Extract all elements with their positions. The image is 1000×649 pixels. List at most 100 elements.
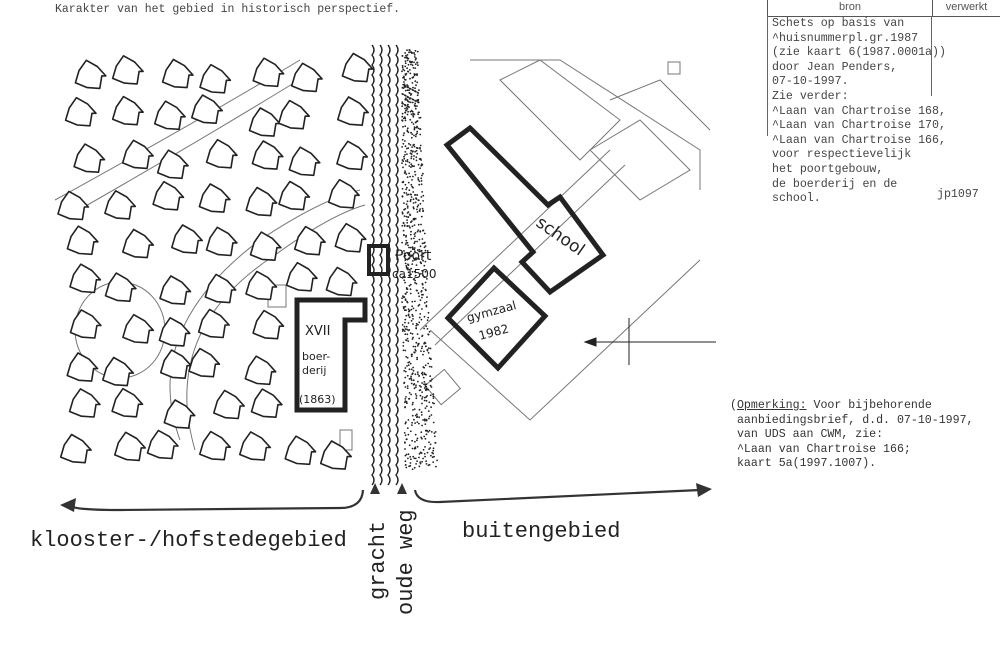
tree-icon	[161, 58, 194, 89]
remark-lines: aanbiedingsbrief, d.d. 07-10-1997, van U…	[730, 414, 974, 471]
source-line: het poortgebouw,	[772, 162, 884, 176]
tree-icon	[290, 62, 323, 93]
poort-date-label: ca1500	[392, 267, 437, 281]
brace-arrowheads	[60, 483, 712, 512]
tree-icon	[252, 57, 285, 88]
zone-braces	[68, 488, 701, 512]
tree-icon	[337, 96, 369, 126]
tree-icon	[285, 261, 318, 292]
canal-line	[371, 44, 375, 486]
tree-icon	[121, 139, 154, 170]
tree-icon	[252, 309, 285, 340]
tree-icon	[57, 190, 90, 221]
source-description: Schets op basis van ^huisnummerpl.gr.198…	[772, 17, 946, 207]
source-table: bron verwerkt	[767, 0, 1000, 17]
tree-icon	[104, 190, 137, 220]
tree-icon	[122, 313, 155, 344]
remark-note: (Opmerking: Voor bijbehorende aanbieding…	[730, 399, 974, 471]
tree-icon	[171, 224, 203, 254]
tree-icon	[104, 272, 137, 302]
zone-label-gracht: gracht	[366, 521, 391, 600]
zone-label-klooster: klooster-/hofstedegebied	[30, 528, 347, 553]
zone-label-oude-weg: oude weg	[394, 509, 419, 615]
document-code: jp1097	[937, 188, 979, 201]
tree-symbols	[57, 52, 374, 470]
right-zone-brace	[413, 488, 701, 504]
tree-icon	[146, 429, 179, 460]
tree-icon	[64, 96, 97, 127]
remark-line: ^Laan van Chartroise 166;	[736, 442, 911, 456]
tree-icon	[197, 308, 230, 339]
tree-icon	[278, 180, 311, 211]
tree-icon	[239, 431, 272, 461]
canal-gracht	[371, 44, 399, 486]
tree-icon	[244, 355, 277, 386]
tree-icon	[153, 100, 186, 131]
source-line: ^Laan van Chartroise 170,	[772, 119, 946, 133]
gymzaal-label: gymzaal	[465, 298, 518, 325]
tree-icon	[199, 430, 231, 461]
tree-icon	[73, 143, 106, 173]
tree-icon	[66, 352, 99, 382]
tree-icon	[102, 356, 135, 387]
tree-icon	[74, 59, 107, 90]
tree-icon	[341, 52, 374, 83]
gymzaal-building	[444, 264, 549, 372]
tree-icon	[111, 55, 144, 85]
table-divider	[931, 16, 932, 96]
source-line: (zie kaart 6(1987.0001a))	[772, 46, 946, 60]
boerderij-label-2: derij	[302, 364, 326, 377]
tree-icon	[284, 435, 317, 466]
source-line: de boerderij en de	[772, 177, 898, 191]
boerderij-label-1: boer-	[302, 350, 330, 363]
boerderij-year-label: (1863)	[299, 393, 336, 406]
tree-icon	[59, 433, 92, 464]
tree-icon	[69, 309, 102, 339]
tree-icon	[325, 266, 358, 297]
tree-icon	[250, 388, 283, 418]
tree-icon	[158, 317, 191, 347]
tree-icon	[251, 140, 284, 170]
source-line: Schets op basis van	[772, 17, 905, 30]
school-building	[443, 124, 607, 296]
tree-icon	[66, 225, 99, 256]
source-line: door Jean Penders,	[772, 60, 898, 74]
column-header-bron: bron	[767, 0, 933, 16]
source-line: ^Laan van Chartroise 166,	[772, 133, 946, 147]
tree-icon	[199, 63, 232, 94]
tree-icon	[159, 275, 192, 305]
tree-icon	[122, 228, 155, 259]
tree-icon	[188, 347, 221, 378]
tree-icon	[156, 149, 189, 180]
column-header-verwerkt: verwerkt	[945, 1, 988, 13]
tree-icon	[327, 178, 360, 209]
tree-icon	[111, 387, 144, 418]
old-road-dots	[401, 49, 438, 471]
page-title: Karakter van het gebied in historisch pe…	[55, 3, 401, 16]
tree-icon	[68, 388, 101, 418]
remark-line: aanbiedingsbrief, d.d. 07-10-1997,	[736, 413, 974, 427]
tree-icon	[163, 399, 196, 429]
tree-icon	[245, 186, 278, 217]
buildings	[294, 124, 607, 413]
tree-icon	[213, 389, 245, 420]
tree-icon	[249, 231, 282, 261]
boerderij-century-label: XVII	[305, 324, 330, 339]
poort-label: Poort	[395, 248, 432, 264]
tree-icon	[111, 95, 144, 126]
tree-icon	[293, 225, 326, 256]
remark-line: van UDS aan CWM, zie:	[736, 428, 884, 442]
remark-text: Voor bijbehorende	[806, 399, 932, 412]
tree-icon	[205, 138, 238, 169]
tree-icon	[204, 273, 237, 304]
source-line: voor respectievelijk	[772, 148, 912, 162]
tree-icon	[191, 94, 223, 124]
tree-icon	[159, 349, 192, 379]
tree-icon	[248, 107, 281, 137]
boerderij-building	[294, 297, 368, 413]
canal-line	[395, 44, 399, 486]
gymzaal-year-label: 1982	[477, 321, 510, 342]
source-line: Zie verder:	[772, 89, 849, 103]
left-zone-brace	[68, 489, 365, 512]
